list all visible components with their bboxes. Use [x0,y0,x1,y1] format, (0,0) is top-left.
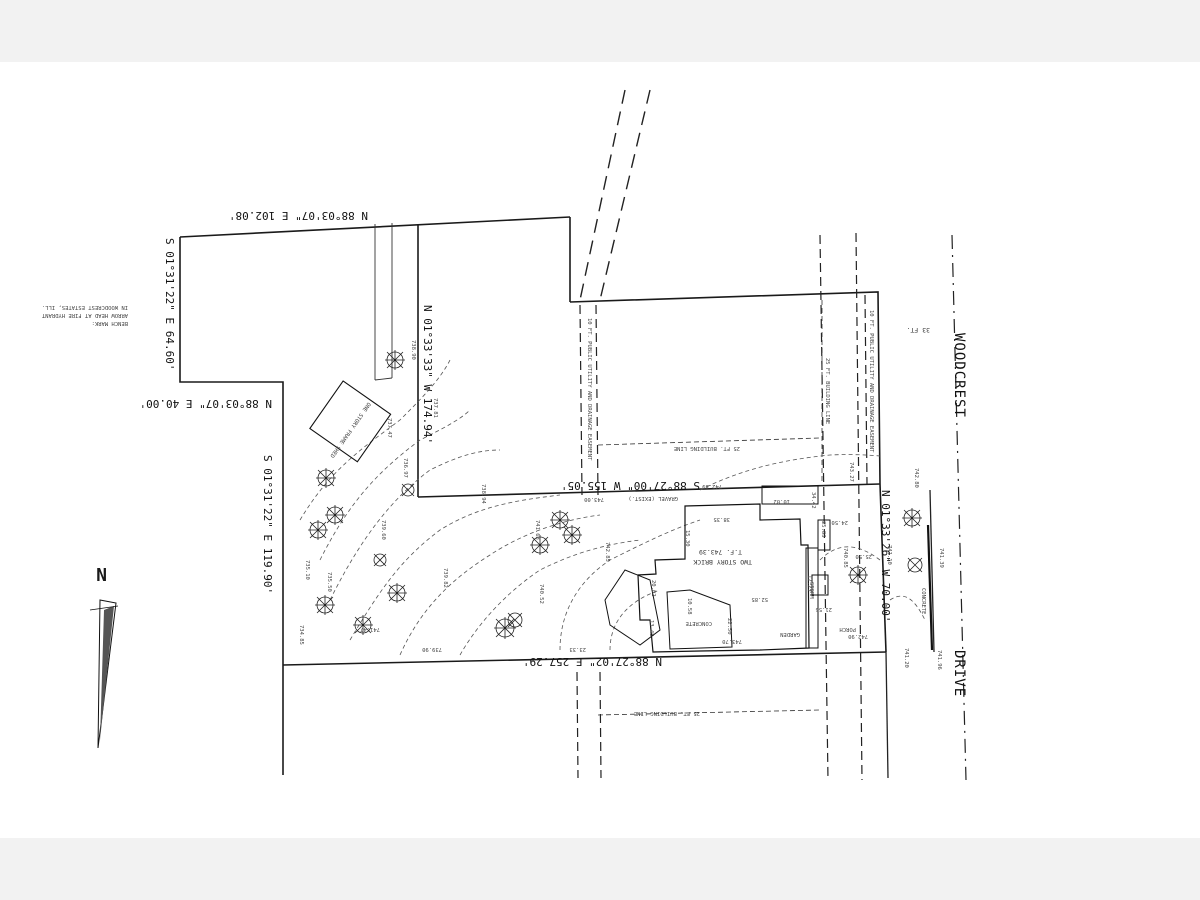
concrete-pads [604,485,831,650]
elevation-label: 742.85 [604,542,610,562]
dimension-label: 20.02 [650,580,656,597]
bearing-south: N 88°27'02" E 257.29' [523,655,662,668]
elevation-label: 743.70 [722,638,742,644]
building-line-lower: 25 FT. BUILDING LINE [634,710,700,716]
building-line-vertical: 25 FT. BUILDING LINE [824,358,830,424]
elevation-label: 736.97 [402,458,408,478]
elevation-label: 739.60 [380,520,386,540]
dimension-label: 25.83 [820,521,826,538]
dimension-label: 34.42 [810,492,816,509]
dimension-label: 13.45 [648,620,654,637]
building-line-upper: 25 FT. BUILDING LINE [674,445,740,451]
elevation-label: 742.90 [848,633,868,639]
easement-lines [576,232,868,781]
elevation-labels: 742.89 743.00 741.39 742.90 739.90 741.4… [298,340,944,670]
elevation-label: 735.10 [304,560,310,580]
benchmark-line1: ARROW HEAD AT FIRE HYDRANT [41,312,128,318]
bearing-east-front: N 01°33'26" W 70.00' [879,490,892,622]
dimension-label: 21.55 [815,606,832,612]
easement-label-west: 10 FT. PUBLIC UTILITY AND DRAINAGE EASEM… [586,318,592,461]
elevation-label: 741.63 [534,520,540,540]
elevation-label: 737.47 [386,418,392,438]
elevation-label: 739.90 [422,646,442,652]
interior-lines [374,223,393,381]
elevation-label: 734.85 [298,625,304,645]
plat-of-survey: N N 88°03'07" E 102.08' S 01°31'22" E 64… [41,89,967,781]
dimension-label: 25.50 [855,553,872,559]
elevation-label: 740.85 [842,548,848,568]
dimension-labels: 10.02 25.83 24.50 34.42 22.50 13.45 52.8… [569,492,872,652]
dimension-label: 23.33 [569,646,586,652]
dimension-label: 10.02 [773,498,790,504]
elevation-label: 741.20 [903,648,909,668]
concrete-label-1: CONCRETE [686,620,713,626]
dimension-label: 15.30 [684,530,690,547]
dimension-label: 38.35 [713,516,730,522]
dimension-label: 12.23 [806,575,812,592]
elevation-label: 741.10 [886,545,892,565]
elevation-label: 742.80 [913,468,919,488]
benchmark-line2: IN WOODCREST ESTATES, ILL. [42,304,128,310]
bearing-north-top: N 88°03'07" E 102.08' [229,209,368,222]
easement-label-east: 10 FT. PUBLIC UTILITY AND DRAINAGE EASEM… [868,310,874,453]
elevation-label: 741.47 [360,626,380,632]
porch-label: PORCH [839,626,856,632]
property-boundary [179,216,887,775]
street-name-woodcrest: WOODCREST [951,333,967,418]
elevation-label: 737.81 [432,398,438,418]
dimension-label: 22.50 [726,618,732,635]
trees [308,350,923,639]
north-arrow [89,599,119,749]
two-story-house [637,503,810,653]
bearing-notch-top: N 88°03'07" E 40.00' [140,397,272,410]
elevation-label: 741.39 [938,548,944,568]
shed-label: ONE STORY FRAME SHED [328,401,371,459]
street-name-drive: DRIVE [951,650,967,697]
concrete-label-2: CONCRETE [920,588,926,615]
bearing-middle-ew: S 88°27'00" W 155.05' [561,479,700,492]
benchmark-note: BENCH MARK: ARROW HEAD AT FIRE HYDRANT I… [41,304,128,326]
survey-sheet: N N 88°03'07" E 102.08' S 01°31'22" E 64… [0,62,1200,838]
house-label-line1: TWO STORY BRICK [693,558,752,566]
elevation-label: 739.82 [442,568,448,588]
dimension-label: 24.50 [831,519,848,525]
elevation-label: 742.89 [702,483,722,489]
bearing-middle-ns: N 01°33'33" W 174.94' [421,305,434,444]
elevation-label: 740.52 [538,584,544,604]
elevation-label: 741.96 [936,650,942,670]
driveway-lines [885,489,935,779]
bearing-west-lower: S 01°31'22" E 119.90' [261,455,274,594]
dimension-label: 52.85 [751,596,768,602]
elevation-label: 743.27 [848,462,854,482]
house-label-line2: T.F. 743.39 [699,548,742,556]
storm-label: STORM [808,582,814,599]
diagonal-row-lines [579,89,651,301]
row-width-label: 33 FT. [907,326,930,334]
garden-label: GARDEN [780,631,800,637]
driveway-fence [926,524,934,651]
benchmark-title: BENCH MARK: [92,320,128,326]
elevation-label: 738.94 [480,484,486,505]
gravel-label: GRAVEL (EXIST.) [628,495,678,501]
elevation-label: 735.50 [326,572,332,592]
street-centerline [951,234,967,781]
building-lines [597,300,823,716]
dimension-label: 10.58 [686,598,692,615]
elevation-label: 743.00 [584,496,604,502]
frame-shed [309,380,392,463]
elevation-label: 738.90 [410,340,416,360]
north-letter: N [96,563,107,584]
bearing-west-upper: S 01°31'22" E 64.60' [163,238,176,370]
contour-lines [299,359,926,656]
